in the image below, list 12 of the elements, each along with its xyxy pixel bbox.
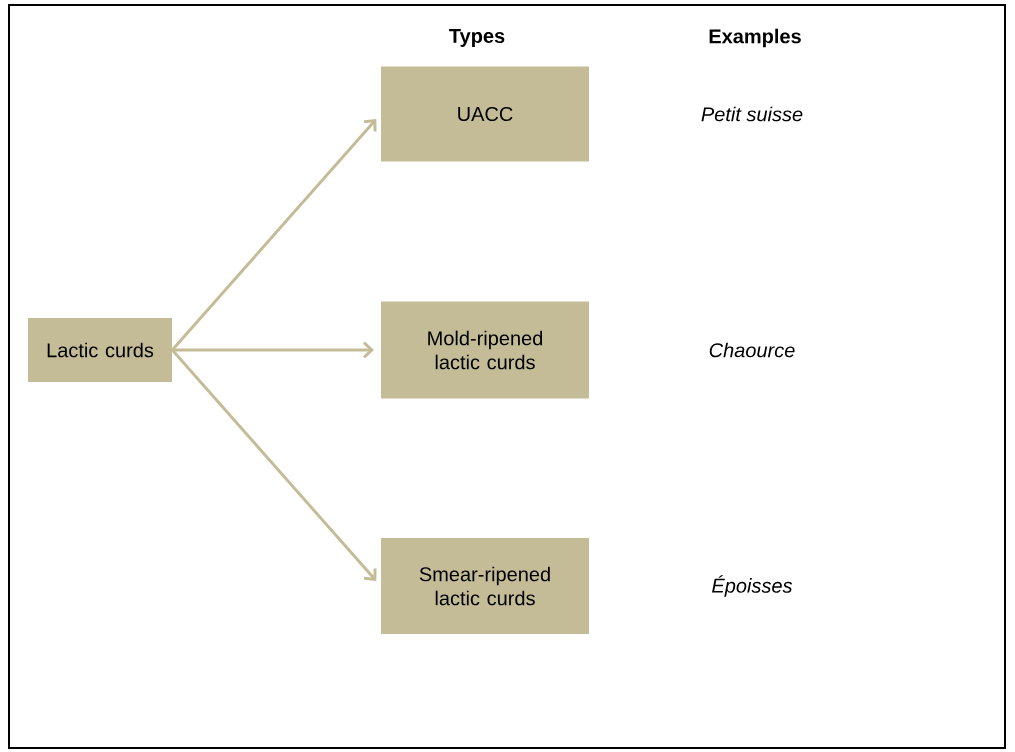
type-box: UACC <box>381 66 589 162</box>
example-text: Chaource <box>709 342 795 358</box>
example-text: Petit suisse <box>701 106 803 122</box>
type-box: Lactic curds <box>28 318 172 382</box>
arrow <box>171 349 377 581</box>
arrow <box>172 341 375 359</box>
column-heading: Examples <box>709 28 801 48</box>
type-box: Mold-ripened lactic curds <box>381 301 589 399</box>
column-heading: Types <box>449 29 505 47</box>
type-box: Smear-ripened lactic curds <box>381 538 589 634</box>
example-text: Époisses <box>712 575 793 597</box>
arrow <box>171 119 377 351</box>
